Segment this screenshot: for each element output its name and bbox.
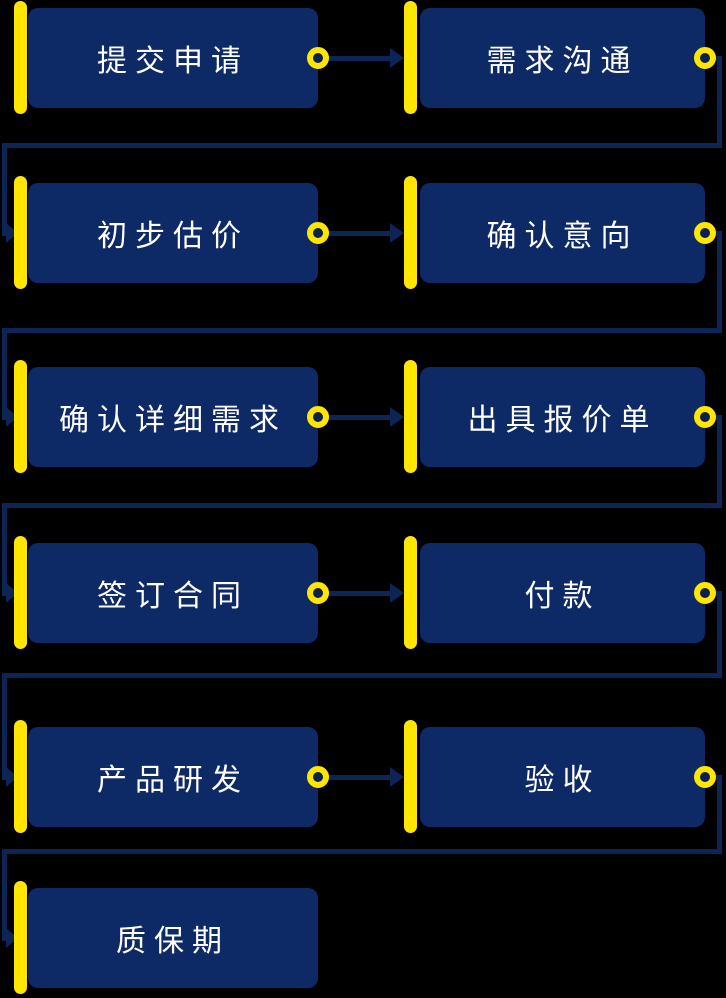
step-accent-bar	[404, 720, 417, 833]
connector-line	[717, 55, 722, 148]
step-box-submit-application: 提交申请	[28, 8, 318, 108]
connector-line	[329, 55, 390, 61]
step-box-sign-contract: 签订合同	[28, 543, 318, 643]
step-accent-bar	[14, 176, 27, 289]
connector-ring-icon	[694, 582, 716, 604]
connector-ring-icon	[307, 766, 329, 788]
step-label: 确认意向	[486, 220, 639, 253]
connector-ring-icon	[694, 406, 716, 428]
step-label: 签订合同	[97, 580, 249, 613]
connector-ring-icon	[307, 406, 329, 428]
connector-line	[717, 230, 722, 333]
step-label: 付款	[524, 580, 601, 613]
connector-line	[329, 774, 390, 780]
step-label: 质保期	[116, 925, 230, 958]
connector-line	[2, 502, 722, 508]
connector-line	[2, 848, 722, 854]
step-accent-bar	[404, 360, 417, 473]
connector-line	[329, 590, 390, 596]
step-label: 提交申请	[97, 45, 249, 78]
arrow-right-icon	[390, 48, 404, 68]
arrow-right-icon	[390, 407, 404, 427]
step-box-requirement-communication: 需求沟通	[420, 8, 705, 108]
connector-line	[2, 142, 722, 148]
connector-line	[2, 327, 7, 420]
connector-line	[2, 142, 7, 236]
connector-ring-icon	[307, 47, 329, 69]
step-label: 初步估价	[97, 220, 249, 253]
step-accent-bar	[14, 536, 27, 649]
connector-line	[2, 502, 7, 596]
arrow-right-icon	[390, 767, 404, 787]
step-label: 出具报价单	[467, 404, 658, 437]
arrow-right-icon	[390, 223, 404, 243]
step-box-issue-quotation: 出具报价单	[420, 367, 705, 467]
step-label: 确认详细需求	[59, 404, 287, 437]
connector-line	[2, 672, 722, 678]
connector-line	[2, 327, 722, 333]
step-label: 需求沟通	[486, 45, 639, 78]
connector-line	[329, 230, 390, 236]
step-box-product-development: 产品研发	[28, 727, 318, 827]
connector-ring-icon	[694, 47, 716, 69]
arrow-right-icon	[390, 583, 404, 603]
step-box-preliminary-estimate: 初步估价	[28, 183, 318, 283]
connector-ring-icon	[307, 582, 329, 604]
step-box-confirm-intention: 确认意向	[420, 183, 705, 283]
step-accent-bar	[404, 176, 417, 289]
connector-line	[329, 414, 390, 420]
step-box-acceptance: 验收	[420, 727, 705, 827]
step-accent-bar	[14, 881, 27, 994]
connector-line	[2, 848, 7, 941]
step-box-warranty-period: 质保期	[28, 888, 318, 988]
step-label: 验收	[524, 764, 601, 797]
step-accent-bar	[14, 360, 27, 473]
connector-ring-icon	[694, 766, 716, 788]
connector-line	[2, 672, 7, 780]
step-accent-bar	[14, 720, 27, 833]
step-box-confirm-detailed-requirements: 确认详细需求	[28, 367, 318, 467]
connector-ring-icon	[307, 222, 329, 244]
step-accent-bar	[14, 1, 27, 114]
connector-line	[717, 774, 722, 854]
step-label: 产品研发	[97, 764, 249, 797]
step-accent-bar	[404, 1, 417, 114]
connector-line	[717, 414, 722, 508]
step-box-payment: 付款	[420, 543, 705, 643]
connector-ring-icon	[694, 222, 716, 244]
step-accent-bar	[404, 536, 417, 649]
connector-line	[717, 590, 722, 678]
